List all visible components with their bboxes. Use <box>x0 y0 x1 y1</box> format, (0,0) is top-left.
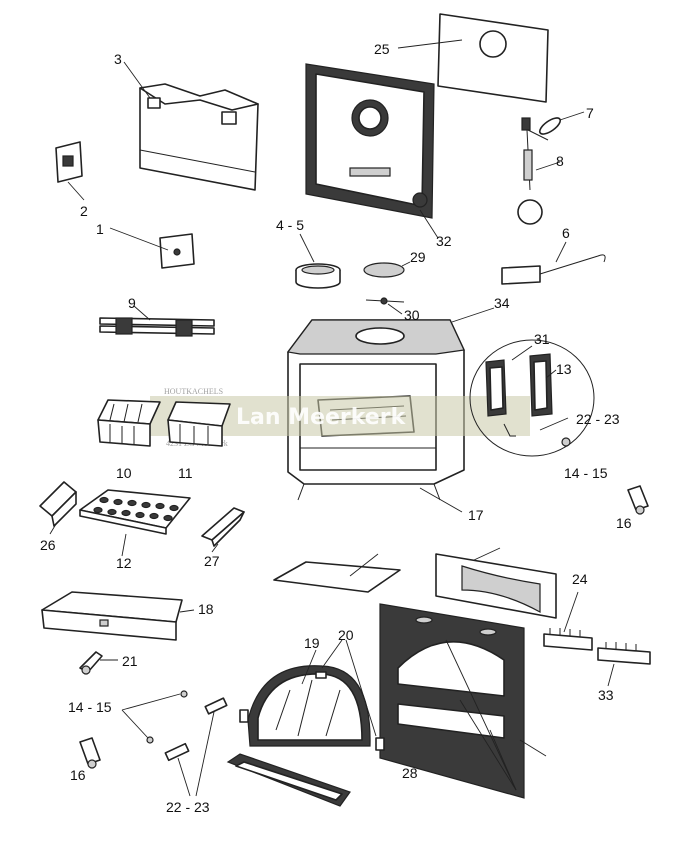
lower-door <box>226 753 351 807</box>
watermark-line1: HOUTKACHELS <box>164 387 223 396</box>
part-27-angle-plate <box>201 507 245 553</box>
label-16-right: 16 <box>616 515 632 531</box>
label-31: 31 <box>534 331 550 347</box>
part-11-basket <box>167 401 231 447</box>
part-comb-24 <box>543 591 593 651</box>
label-11: 11 <box>178 465 193 481</box>
label-33: 33 <box>598 687 614 703</box>
label-10: 10 <box>116 465 132 481</box>
label-7: 7 <box>586 105 594 121</box>
part-26-bracket <box>39 481 77 535</box>
part-28-front-frame <box>379 603 547 799</box>
label-1: 1 <box>96 221 104 237</box>
label-3: 3 <box>114 51 122 67</box>
part-12-grate-plate <box>79 489 191 557</box>
label-6: 6 <box>562 225 570 241</box>
part-3-heat-shield <box>123 61 259 191</box>
part-7-8-damper <box>517 111 585 225</box>
label-8: 8 <box>556 153 564 169</box>
part-number-labels: 25 3 7 8 2 1 4 - 5 6 32 29 9 34 30 31 13… <box>40 41 632 815</box>
label-18: 18 <box>198 601 214 617</box>
part-6-poker <box>501 241 606 285</box>
part-comb-33 <box>597 642 651 687</box>
part-1-square-plate <box>109 227 195 269</box>
label-9: 9 <box>128 295 136 311</box>
part-29-disc <box>363 261 411 278</box>
part-9-grate-bars <box>99 305 215 337</box>
label-14-15-right: 14 - 15 <box>564 465 608 481</box>
cover-plate <box>273 553 401 593</box>
label-22-23-right: 22 - 23 <box>576 411 620 427</box>
part-24-arch-top <box>435 547 557 619</box>
label-19: 19 <box>304 635 320 651</box>
part-30-rod <box>365 297 405 315</box>
label-21: 21 <box>122 653 138 669</box>
label-25: 25 <box>374 41 390 57</box>
part-32-rear-panel <box>305 63 439 239</box>
part-21-clip <box>79 651 118 675</box>
label-22-23-left: 22 - 23 <box>166 799 210 815</box>
label-16-left: 16 <box>70 767 86 783</box>
part-16-knob-right <box>627 485 649 515</box>
label-2: 2 <box>80 203 88 219</box>
part-19-20-glass-door <box>239 639 385 751</box>
detail-circle <box>469 339 595 457</box>
label-14-15-left: 14 - 15 <box>68 699 112 715</box>
label-13: 13 <box>556 361 572 377</box>
part-2-small-plate <box>55 141 85 201</box>
label-12: 12 <box>116 555 132 571</box>
part-25-baffle-plate <box>397 13 549 103</box>
label-20: 20 <box>338 627 354 643</box>
label-17: 17 <box>468 507 484 523</box>
label-24: 24 <box>572 571 588 587</box>
left-small-parts <box>79 690 228 797</box>
label-4-5: 4 - 5 <box>276 217 304 233</box>
label-28: 28 <box>402 765 418 781</box>
label-32: 32 <box>436 233 452 249</box>
label-27: 27 <box>204 553 220 569</box>
watermark-brand: Lan Meerkerk <box>236 405 407 430</box>
label-30: 30 <box>404 307 420 323</box>
label-26: 26 <box>40 537 56 553</box>
part-4-5-flue-collar <box>295 233 341 289</box>
label-34: 34 <box>494 295 510 311</box>
part-18-ash-pan <box>41 591 195 641</box>
part-10-basket <box>97 399 161 447</box>
label-29: 29 <box>410 249 426 265</box>
